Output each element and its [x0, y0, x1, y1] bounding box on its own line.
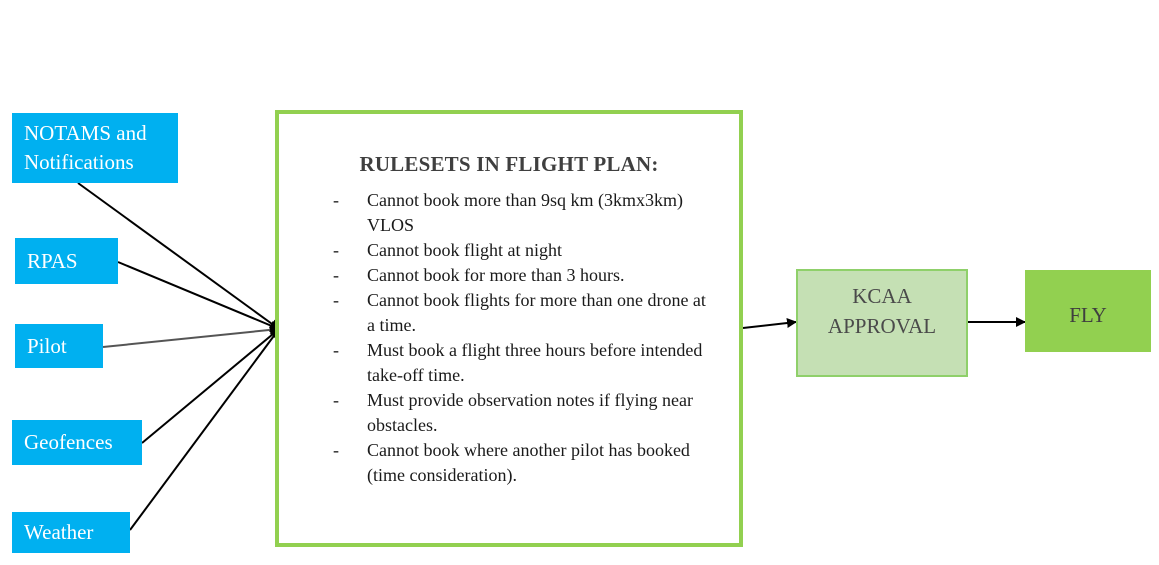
rule-bullet: -: [333, 290, 339, 310]
weather-box: Weather: [12, 512, 130, 553]
rule-text: Cannot book where another pilot has book…: [367, 440, 690, 485]
rule-item: - Cannot book more than 9sq km (3kmx3km) …: [329, 188, 709, 238]
arrow-geofences-to-rules: [141, 328, 280, 444]
rule-bullet: -: [333, 340, 339, 360]
notams-label: NOTAMS and Notifications: [24, 121, 147, 174]
geofences-label: Geofences: [24, 430, 113, 454]
fly-box: FLY: [1025, 270, 1151, 352]
arrow-weather-to-rules: [129, 328, 280, 531]
rulesets-box: RULESETS IN FLIGHT PLAN: - Cannot book mo…: [275, 110, 743, 547]
rule-text: Cannot book flight at night: [367, 240, 562, 260]
rule-item: - Cannot book where another pilot has boo…: [329, 438, 709, 488]
rpas-label: RPAS: [27, 249, 78, 273]
geofences-box: Geofences: [12, 420, 142, 465]
rule-bullet: -: [333, 190, 339, 210]
notams-box: NOTAMS and Notifications: [12, 113, 178, 183]
arrow-notams-to-rules: [77, 182, 280, 330]
kcaa-approval-box: KCAA APPROVAL: [796, 269, 968, 377]
rule-bullet: -: [333, 265, 339, 285]
rule-text: Cannot book for more than 3 hours.: [367, 265, 625, 285]
arrow-rules-to-approval: [742, 318, 797, 329]
rule-item: - Must provide observation notes if flyin…: [329, 388, 709, 438]
rule-text: Must book a flight three hours before in…: [367, 340, 703, 385]
kcaa-approval-label: KCAA APPROVAL: [827, 284, 937, 338]
rulesets-title: RULESETS IN FLIGHT PLAN:: [359, 152, 659, 176]
rule-bullet: -: [333, 440, 339, 460]
rule-item: - Cannot book flights for more than one d…: [329, 288, 709, 338]
rule-item: - Cannot book flight at night: [329, 238, 709, 263]
rulesets-list: - Cannot book more than 9sq km (3kmx3km) …: [329, 188, 709, 488]
weather-label: Weather: [24, 520, 94, 544]
rule-item: - Must book a flight three hours before i…: [329, 338, 709, 388]
arrow-rpas-to-rules: [117, 261, 280, 331]
pilot-label: Pilot: [27, 334, 67, 358]
rule-text: Must provide observation notes if flying…: [367, 390, 693, 435]
rule-bullet: -: [333, 390, 339, 410]
arrow-pilot-to-rules: [102, 324, 280, 348]
rpas-box: RPAS: [15, 238, 118, 284]
fly-label: FLY: [1069, 303, 1107, 327]
rule-text: Cannot book more than 9sq km (3kmx3km) V…: [367, 190, 683, 235]
rule-bullet: -: [333, 240, 339, 260]
pilot-box: Pilot: [15, 324, 103, 368]
rule-text: Cannot book flights for more than one dr…: [367, 290, 706, 335]
rule-item: - Cannot book for more than 3 hours.: [329, 263, 709, 288]
